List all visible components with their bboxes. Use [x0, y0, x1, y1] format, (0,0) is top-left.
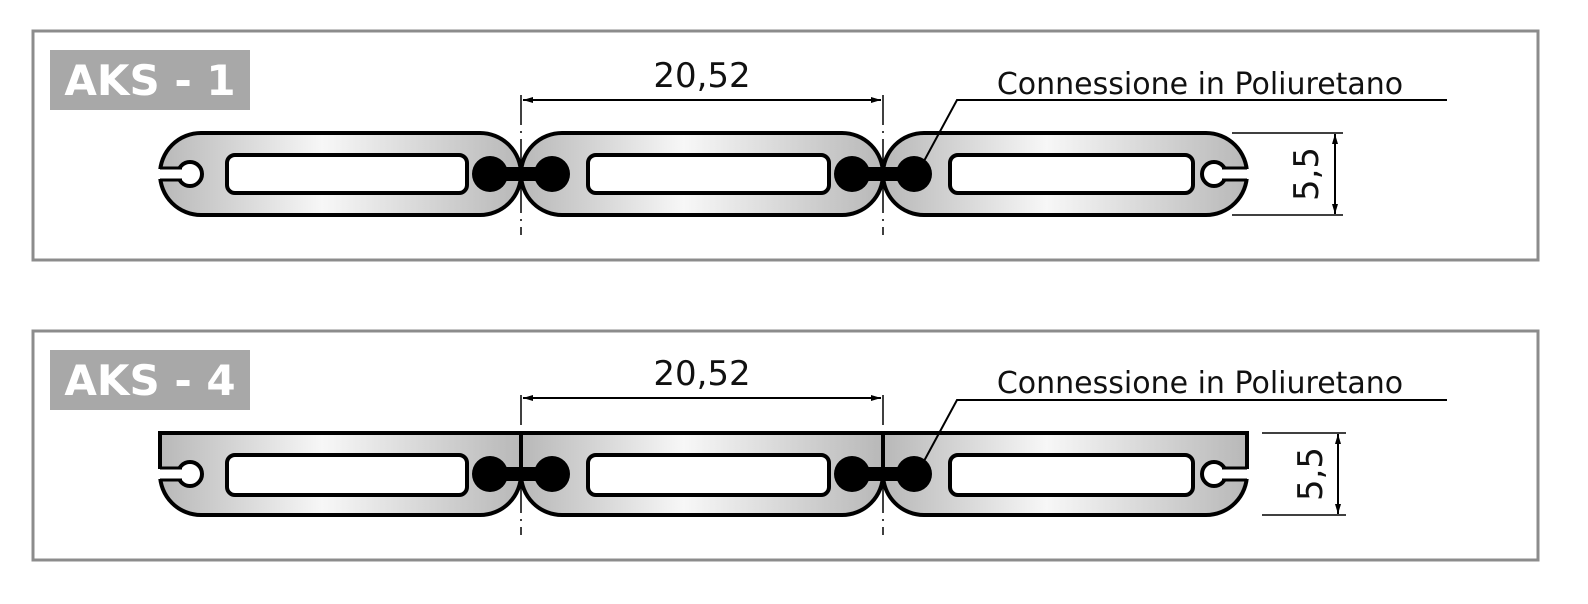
connector-pin — [896, 156, 932, 192]
connector-pin — [834, 156, 870, 192]
panel-aks-4: AKS - 4 20,52 Connessione in Poliuretano… — [31, 329, 1540, 562]
hook-notch — [157, 469, 188, 479]
connector-pin — [472, 156, 508, 192]
connector-pin — [534, 156, 570, 192]
hook-notch — [1218, 469, 1252, 479]
callout-leader — [916, 399, 1447, 475]
pitch-dimension: 20,52 — [653, 56, 750, 96]
connector-pin — [534, 456, 570, 492]
link-slot — [948, 153, 1195, 195]
link-slot — [948, 453, 1195, 497]
height-dimension: 5,5 — [1291, 447, 1331, 501]
panel-aks-1: AKS - 1 20,52 Connessione in Poliuretano… — [31, 29, 1540, 262]
link-slot — [225, 453, 469, 497]
chain-links — [157, 95, 1447, 235]
model-label: AKS - 4 — [64, 356, 235, 405]
hook-notch — [1218, 169, 1252, 179]
link-slot — [586, 153, 831, 195]
height-dimension: 5,5 — [1287, 147, 1327, 201]
panel-frame — [31, 29, 1540, 262]
link-slot — [225, 153, 469, 195]
chain-links — [157, 395, 1447, 535]
model-label-bg — [50, 50, 250, 110]
connector-pin — [472, 456, 508, 492]
connector-pin — [834, 456, 870, 492]
model-label-bg — [50, 350, 250, 410]
panel-frame — [31, 329, 1540, 562]
connection-callout: Connessione in Poliuretano — [997, 67, 1403, 102]
connector-pin — [896, 456, 932, 492]
pitch-dimension: 20,52 — [653, 354, 750, 394]
callout-leader — [916, 99, 1447, 175]
model-label: AKS - 1 — [64, 56, 235, 105]
link-slot — [586, 453, 831, 497]
connection-callout: Connessione in Poliuretano — [997, 366, 1403, 401]
hook-notch — [157, 169, 188, 179]
